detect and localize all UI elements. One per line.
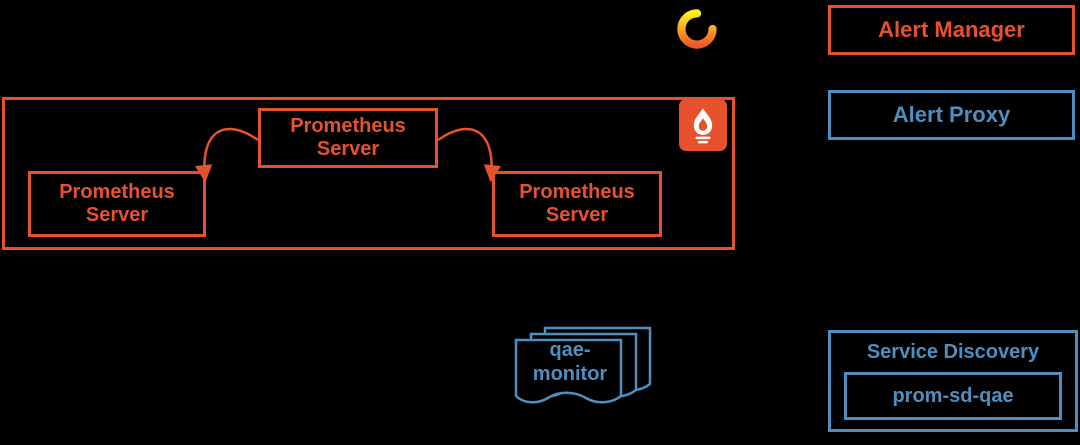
alert-manager-label: Alert Manager <box>878 17 1025 43</box>
prometheus-server-left-box: Prometheus Server <box>28 171 206 237</box>
alert-proxy-label: Alert Proxy <box>892 102 1011 128</box>
prometheus-server-left-label: Prometheus Server <box>59 181 175 226</box>
prometheus-server-right-label: Prometheus Server <box>519 181 635 226</box>
alert-proxy-box: Alert Proxy <box>828 90 1075 140</box>
prometheus-server-top-label: Prometheus Server <box>290 115 406 160</box>
prom-sd-qae-box: prom-sd-qae <box>844 372 1062 420</box>
alert-manager-box: Alert Manager <box>828 5 1075 55</box>
prom-sd-qae-label: prom-sd-qae <box>892 384 1014 407</box>
prometheus-server-right-box: Prometheus Server <box>492 171 662 237</box>
grafana-icon <box>672 3 722 55</box>
prometheus-cluster-box <box>2 97 735 250</box>
prometheus-icon <box>679 99 727 151</box>
prometheus-server-top-box: Prometheus Server <box>258 108 438 168</box>
service-discovery-box: Service Discovery prom-sd-qae <box>828 330 1078 432</box>
qae-monitor-doc-stack <box>514 326 652 404</box>
doc-page-front <box>514 338 623 404</box>
prometheus-flame-glyph <box>693 108 713 144</box>
service-discovery-title: Service Discovery <box>866 341 1040 363</box>
grafana-swirl-glyph <box>677 9 717 49</box>
qae-monitor-label: qae-monitor <box>532 339 608 385</box>
